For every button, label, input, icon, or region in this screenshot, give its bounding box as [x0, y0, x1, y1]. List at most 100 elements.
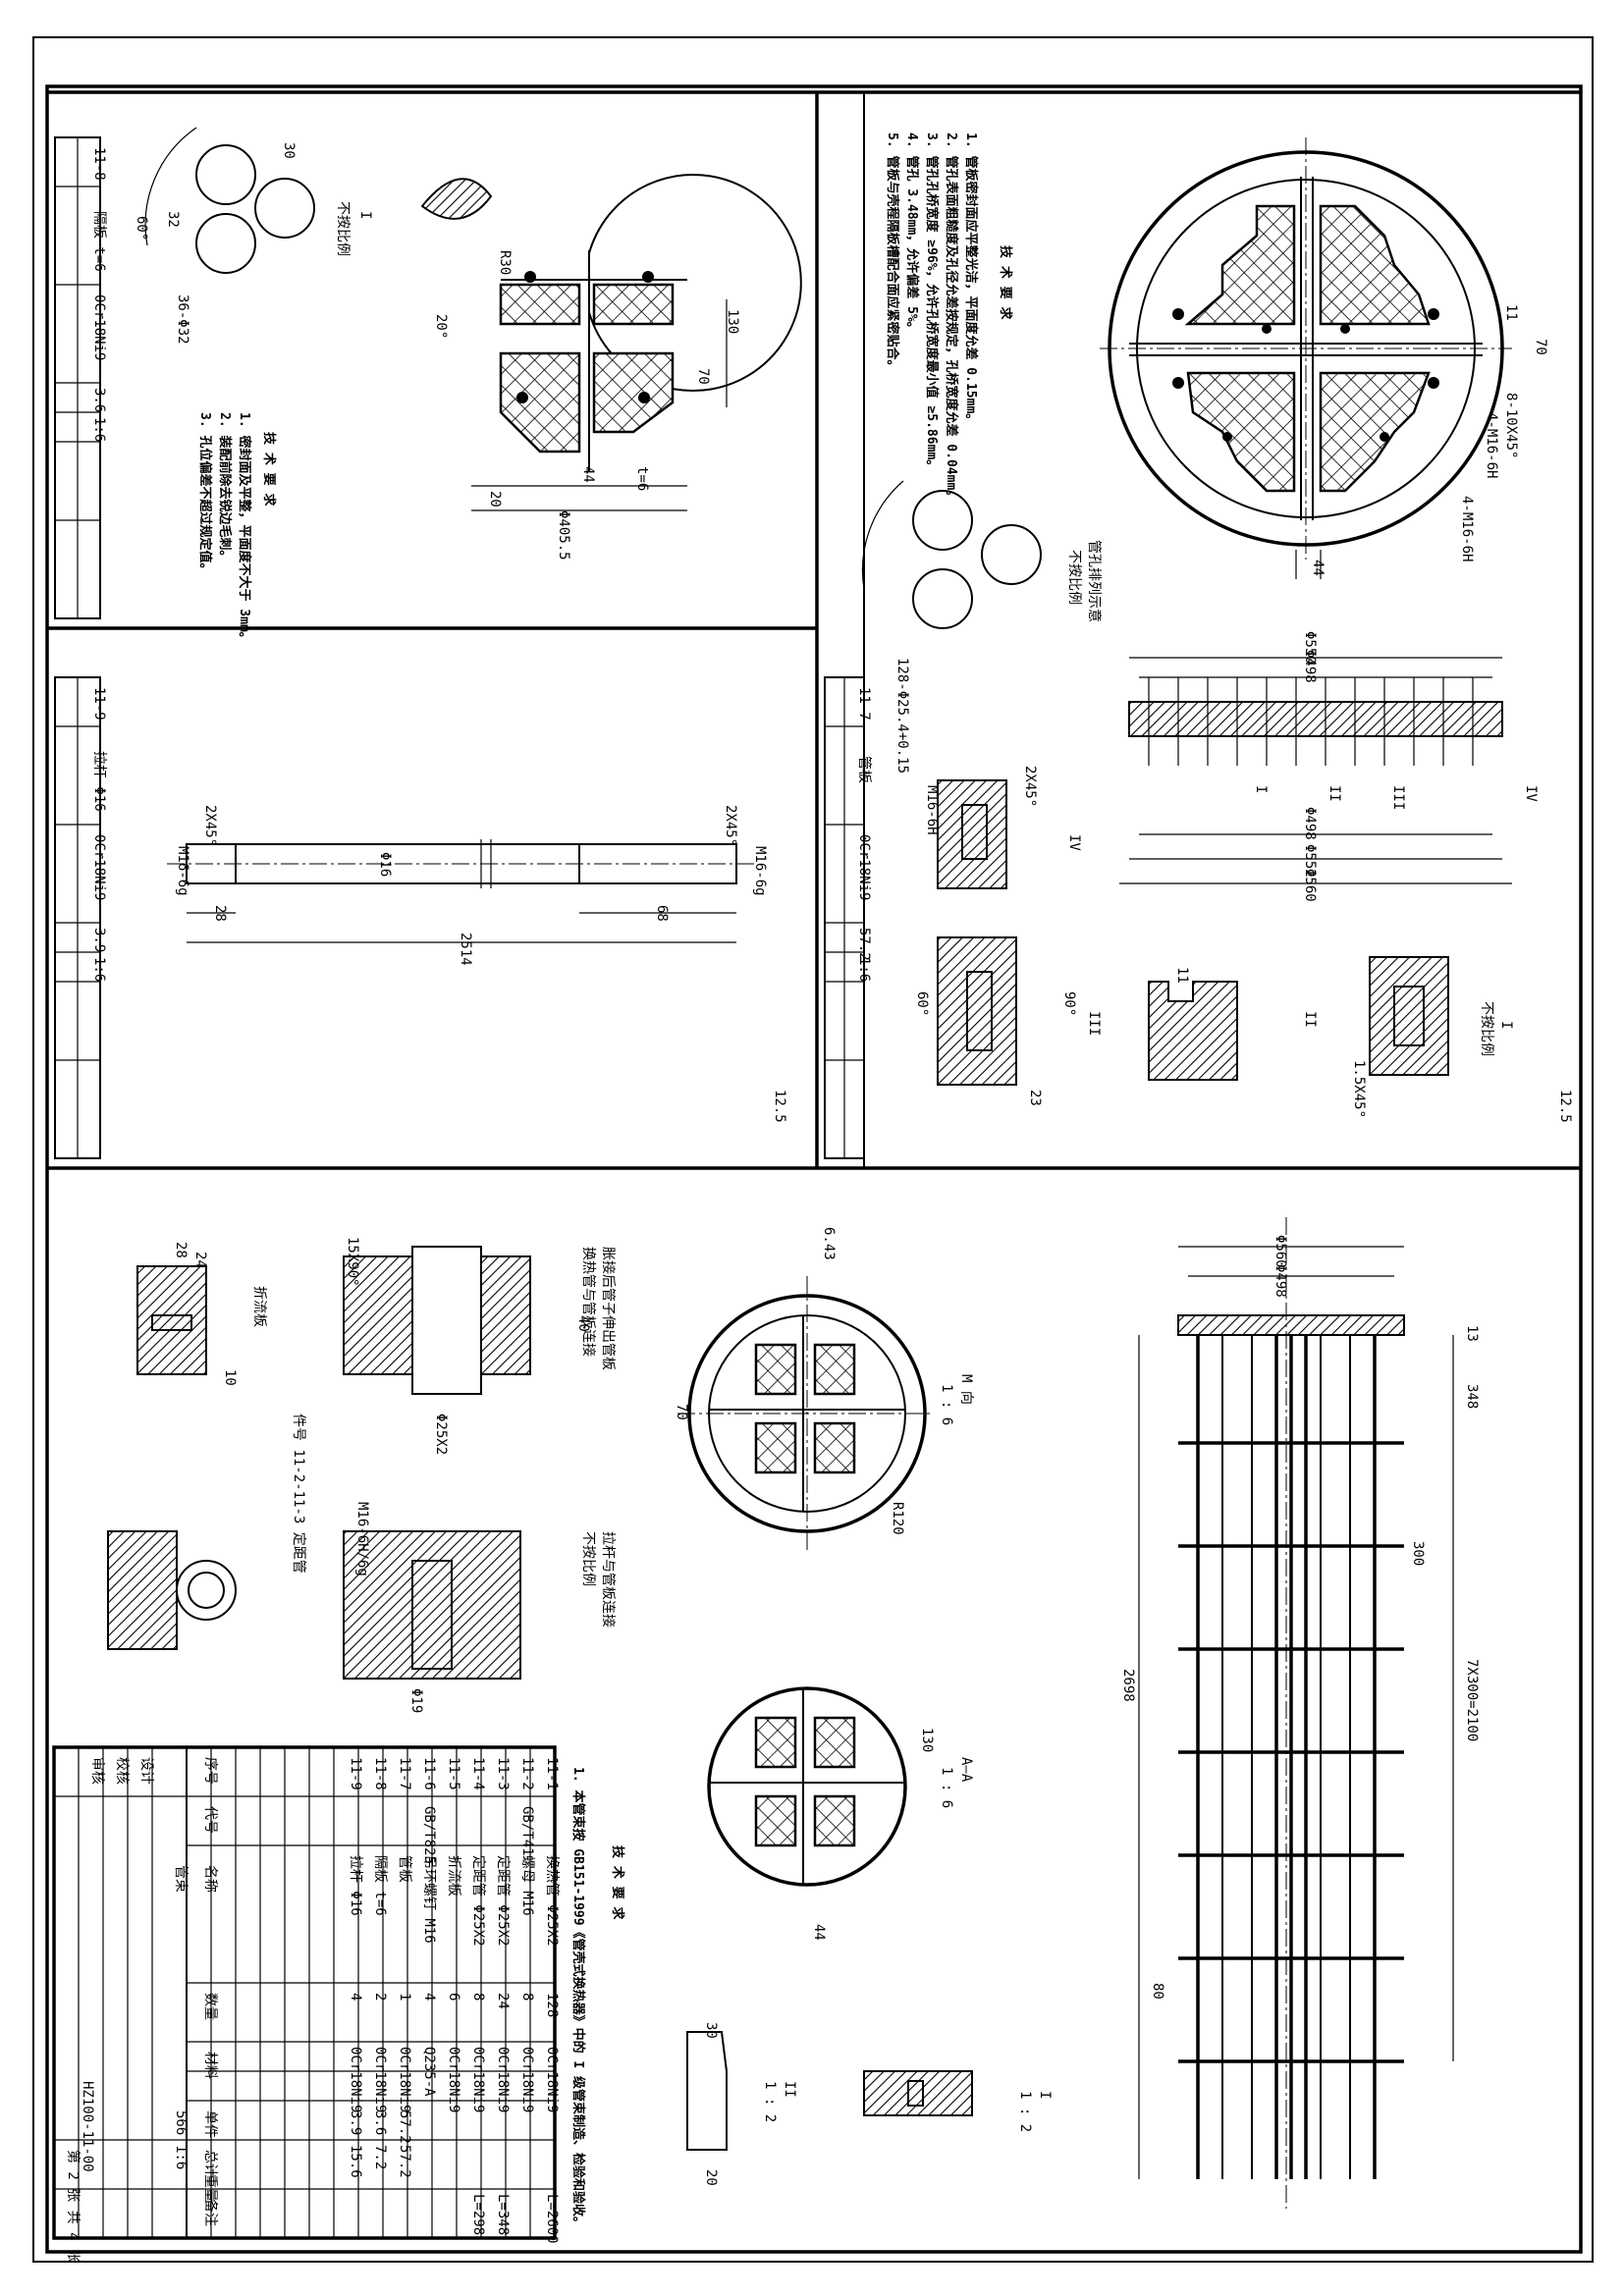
ml-scale: 1:6 — [91, 957, 107, 982]
bom-h-no: 序号 — [202, 1757, 218, 1785]
tr-note-4: 4. 管孔 3.48mm，允许偏差 5%。 — [904, 133, 920, 335]
bom-cell: 0Cr18Ni9 — [348, 2047, 363, 2112]
bom-cell: 0Cr18Ni9 — [397, 2047, 412, 2112]
b-d130: 130 — [919, 1728, 935, 1752]
notes-bottom: 技 术 要 求 1. 本管束按 GB151-1999《管壳式换热器》中的 I 级… — [570, 1767, 625, 2229]
b-d2100: 7X300=2100 — [1464, 1659, 1480, 1741]
ml-thread-r: M16-6g — [752, 846, 768, 896]
detail-tube-end-I: I 1 : 2 — [863, 2070, 1053, 2132]
b-d13: 13 — [1464, 1325, 1480, 1342]
bom-h-total: 总计 — [202, 2150, 218, 2177]
bom-cell: 8 — [470, 1993, 486, 2001]
b-d348: 348 — [1464, 1384, 1480, 1409]
b-d15: 15X90° — [345, 1237, 360, 1287]
b-d560: Φ560 — [1272, 1235, 1288, 1268]
bom-cell: 128 — [544, 1993, 560, 2017]
bom-cell: 57.2 — [397, 2145, 412, 2178]
tube-pitch-detail: 60° 32 30 36-Φ32 — [134, 127, 315, 345]
tl-note-2: 2. 装配前除去锐边毛刺。 — [217, 412, 233, 562]
tl-notes-title: 技 术 要 求 — [261, 432, 277, 507]
tr-note-5: 5. 管板与壳程隔板槽配合面应紧密贴合。 — [885, 133, 900, 372]
view-M: M 向 1 : 6 6.43 R120 70 — [674, 1227, 974, 1551]
bom-cell: 0Cr18Ni9 — [544, 2047, 560, 2112]
title-block: 管束 HZ100-11-00 566 1:6 第 2 张 共 4 张 设计 校核… — [65, 1757, 189, 2263]
b-d498: Φ498 — [1272, 1264, 1288, 1298]
tr-hole1: 4-M16-6H — [1484, 412, 1499, 478]
bom-h-material: 材料 — [202, 2052, 218, 2079]
b-note-1: 1. 本管束按 GB151-1999《管壳式换热器》中的 I 级管束制造、检验和… — [570, 1767, 586, 2229]
tr-III-label: III — [1086, 1011, 1102, 1036]
tl-scale: 1:6 — [91, 417, 107, 442]
tl-no: 11-8 — [91, 147, 107, 181]
tr-chamfer2: 2X45° — [1022, 766, 1038, 807]
bom-cell: 定距管 Φ25X2 — [470, 1855, 486, 1947]
b-d24: 24 — [192, 1252, 208, 1268]
tb-check: 校核 — [114, 1757, 131, 1785]
detail-III: III 23 60° 90° — [914, 936, 1102, 1106]
panel-bottom: Φ560 Φ498 348 300 7X300=2100 2698 80 13 … — [52, 1217, 1480, 2263]
b-tie: 拉杆与管板连接 — [600, 1531, 617, 1628]
tr-hole2: 4-M16-6H — [1459, 496, 1475, 561]
ml-material: 0Cr18Ni9 — [91, 834, 107, 900]
tl-w130: 130 — [725, 309, 740, 334]
b-join: 换热管与管板连接 — [580, 1247, 597, 1357]
bom-row: 11-7 管板 1 0Cr18Ni9 57.2 57.2 — [397, 1757, 412, 2178]
bundle-side-view: Φ560 Φ498 348 300 7X300=2100 2698 80 13 — [1120, 1217, 1480, 2209]
bom-h-unit: 单件 — [202, 2110, 218, 2138]
b-section-AA: A—A — [958, 1757, 974, 1783]
b-not-scale: 不按比例 — [580, 1531, 596, 1586]
tr-II-label: II — [1302, 1011, 1318, 1028]
bom-cell: 折流板 — [446, 1855, 461, 1896]
bom-cell: 57.2 — [397, 2110, 412, 2144]
bom-cell: 11-5 — [446, 1757, 461, 1790]
tr-scale-I: 不按比例 — [1479, 1001, 1494, 1056]
ml-len-total: 2514 — [458, 933, 473, 966]
tl-w20: 20 — [487, 491, 503, 507]
bom-cell: 7.2 — [372, 2145, 388, 2169]
b-d40: 40 — [575, 1315, 591, 1332]
tb-scale: 1:6 — [173, 2145, 189, 2169]
bom-row: 11-9 拉杆 Φ16 4 0Cr18Ni9 3.9 15.6 — [348, 1757, 363, 2178]
b-d10: 10 — [222, 1369, 238, 1386]
bom-h-remark: 备注 — [202, 2199, 219, 2226]
bom-cell: 0Cr18Ni9 — [519, 2047, 535, 2112]
detail-I-tubesheet: I 不按比例 1.5X45° — [1351, 956, 1514, 1118]
bom-cell: 拉杆 Φ16 — [348, 1855, 363, 1916]
detail-I-top-left: I 不按比例 — [335, 178, 493, 256]
b-d44: 44 — [811, 1924, 827, 1941]
tr-d60: 60° — [914, 991, 930, 1016]
tr-tube-layout: 管孔排列示意 — [1086, 540, 1103, 622]
tr-note-2: 2. 管孔表面粗糙度及孔径允差按规定，孔桥宽度允差 0.04mm。 — [944, 133, 959, 503]
tr-scale: 1:6 — [856, 957, 872, 982]
bom-cell: 11-6 — [421, 1757, 437, 1790]
detail-tube-connection: 胀接后管子伸出管板 换热管与管板连接 Φ25X2 40 15X90° — [343, 1237, 617, 1455]
tr-m16: M16-6H — [924, 785, 940, 835]
bom-table: 序号 代号 名称 数量 材料 单件 总计 重量 备注 11-1 换热管 Φ25X… — [52, 1745, 561, 2263]
bom-cell: L=348 — [495, 2194, 511, 2235]
tr-IV-label: IV — [1066, 834, 1082, 851]
bom-cell: 15.6 — [348, 2145, 363, 2178]
tl-d32: 32 — [165, 211, 181, 228]
tr-w44: 44 — [1310, 560, 1326, 576]
b-d2698: 2698 — [1120, 1669, 1136, 1702]
bom-cell: 11-1 — [544, 1757, 560, 1790]
tr-sec-IV: IV — [1523, 785, 1539, 802]
bom-row: 11-4 定距管 Φ25X2 8 0Cr18Ni9 L=298 — [470, 1757, 486, 2235]
tr-sec-III: III — [1390, 785, 1406, 810]
tubesheet-face: 44 11 70 8-10X45° 4-M16-6H 4-M16-6H — [1100, 137, 1548, 579]
tr-roughness: 12.5 — [1557, 1090, 1573, 1123]
panel-top-left: 11-8 隔板 t=6 0Cr18Ni9 3.6 1:6 60° 32 30 3… — [54, 127, 802, 645]
tl-material: 0Cr18Ni9 — [91, 294, 107, 360]
bom-cell: 管板 — [397, 1855, 412, 1883]
tr-sec-II: II — [1326, 785, 1342, 802]
tl-w44: 44 — [580, 466, 596, 483]
tb-name: 管束 — [173, 1865, 189, 1893]
ml-roughness: 12.5 — [772, 1090, 787, 1123]
b-expand: 胀接后管子伸出管板 — [600, 1247, 617, 1370]
tr-chamfer: 8-10X45° — [1503, 393, 1519, 458]
tb-drawing-no: HZ100-11-00 — [80, 2081, 95, 2172]
b-detail-I-scale: 1 : 2 — [1017, 2091, 1033, 2132]
b-d80: 80 — [1150, 1983, 1165, 2000]
bom-cell: GB/T41 — [519, 1806, 535, 1856]
